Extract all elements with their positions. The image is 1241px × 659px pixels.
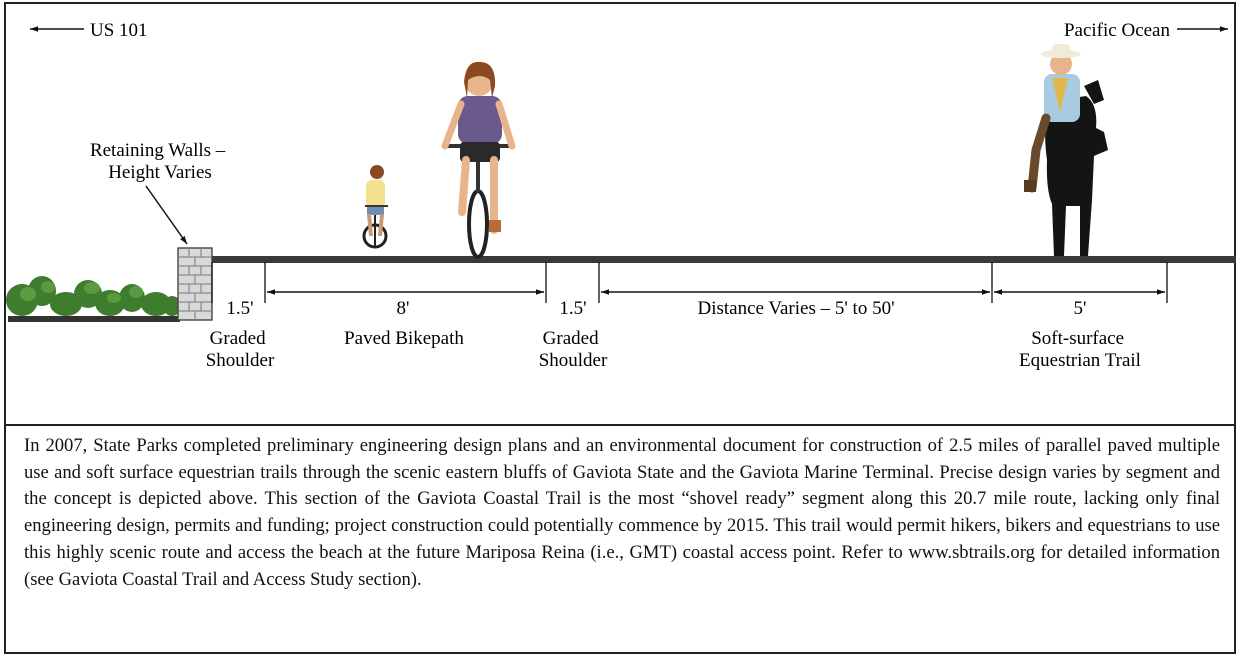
- label-bikepath: Paved Bikepath: [344, 328, 464, 349]
- segment-labels: Graded Shoulder Paved Bikepath Graded Sh…: [206, 328, 1141, 371]
- label-equestrian-trail: Soft-surface Equestrian Trail: [1019, 328, 1141, 371]
- vegetation: [6, 276, 181, 322]
- dimension-ticks: [211, 262, 1168, 303]
- retaining-wall-label-line-1: Retaining Walls –: [90, 140, 226, 161]
- retaining-wall-leader: [145, 185, 188, 245]
- dimension-right-shoulder: 1.5': [559, 298, 586, 319]
- caption-divider: [4, 424, 1236, 426]
- adult-cyclist-figure: [441, 61, 516, 259]
- ground-strip: [8, 316, 180, 322]
- dimension-distance-varies: Distance Varies – 5' to 50': [698, 298, 895, 319]
- dimension-bikepath: 8': [397, 298, 410, 319]
- ground-surface: [212, 256, 1236, 263]
- direction-left-label: US 101: [90, 20, 148, 41]
- direction-right-label: Pacific Ocean: [1064, 20, 1171, 41]
- direction-left-indicator: US 101: [30, 20, 148, 41]
- figure-frame: [4, 2, 1236, 654]
- retaining-wall-label-line-2: Height Varies: [108, 162, 212, 183]
- label-left-shoulder: Graded Shoulder: [206, 328, 275, 371]
- retaining-wall: [177, 247, 213, 321]
- retaining-wall-label: Retaining Walls – Height Varies: [90, 140, 230, 183]
- trail-cross-section-diagram: US 101 Pacific Ocean Retaining Walls – H…: [6, 20, 1236, 371]
- dimension-left-shoulder: 1.5': [226, 298, 253, 319]
- label-right-shoulder: Graded Shoulder: [539, 328, 608, 371]
- dimension-equestrian: 5': [1074, 298, 1087, 319]
- equestrian-figure: [1024, 44, 1108, 256]
- dimension-values: 1.5' 8' 1.5' Distance Varies – 5' to 50'…: [226, 296, 1086, 319]
- child-cyclist-figure: [362, 165, 388, 249]
- caption-text: In 2007, State Parks completed prelimina…: [24, 435, 1220, 590]
- direction-right-indicator: Pacific Ocean: [1064, 20, 1228, 41]
